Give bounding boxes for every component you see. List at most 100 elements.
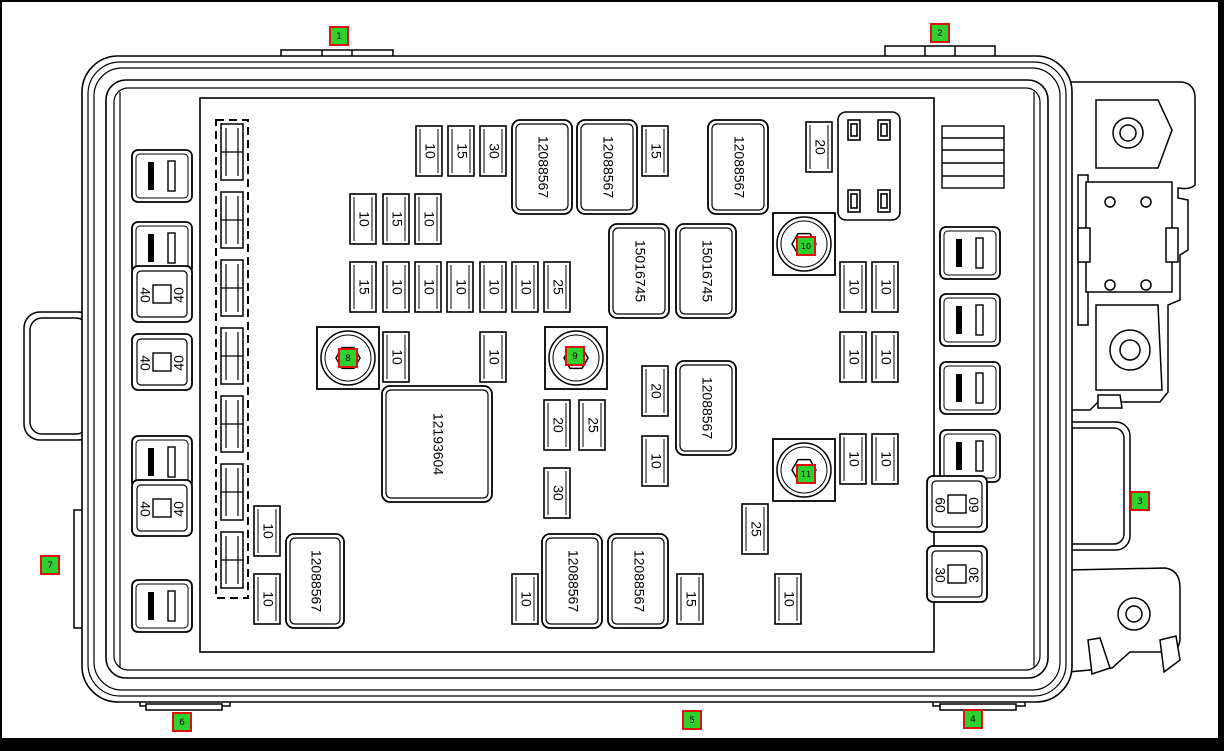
large-fuse-connector [939,226,1001,280]
callout-marker: 8 [338,348,358,368]
mini-fuse-rating: 20 [550,417,566,433]
spare-fuse-slot [220,123,244,181]
mini-fuse: 10 [839,433,867,485]
mini-fuse-rating: 10 [878,279,894,295]
relay-part-number: 12088567 [308,550,324,613]
callout-marker-box [963,709,983,729]
relay-part-number: 12088567 [565,550,581,613]
callout-marker-label: 11 [801,470,811,479]
callout-marker-label: 10 [801,242,811,251]
large-fuse-connector [939,429,1001,483]
mini-fuse-rating: 10 [421,279,437,295]
mini-fuse-rating: 15 [356,279,372,295]
relay-part-number: 12088567 [631,550,647,613]
mini-fuse: 10 [871,331,899,383]
mini-fuse: 20 [543,399,571,451]
callout-marker-box [338,348,358,368]
large-fuse-connector [131,579,193,633]
mini-fuse: 10 [511,573,539,625]
mini-fuse-rating: 30 [550,485,566,501]
relay: 15016745 [675,223,737,319]
spare-fuse-strip [215,119,249,599]
mini-fuse-rating: 15 [454,143,470,159]
large-fuse-connector [939,361,1001,415]
mini-fuse: 10 [774,573,802,625]
mini-fuse: 10 [479,331,507,383]
mini-fuse-rating: 10 [846,349,862,365]
lower-right-bracket [1067,567,1181,676]
mini-fuse-rating: 10 [846,451,862,467]
mini-fuse: 10 [253,573,281,625]
relay: 12088567 [511,119,573,215]
relay-part-number: 12088567 [535,136,551,199]
callout-marker: 2 [930,23,950,43]
mini-fuse-rating: 15 [683,591,699,607]
mini-fuse-rating: 10 [389,349,405,365]
callout-marker: 11 [796,464,816,484]
callout-marker-label: 2 [937,29,943,39]
cartridge-fuse-rating: 40 [171,501,187,517]
mini-fuse: 15 [382,193,410,245]
mini-fuse: 10 [641,435,669,487]
mini-fuse: 25 [741,503,769,555]
mini-fuse-rating: 15 [648,143,664,159]
mini-fuse: 25 [578,399,606,451]
callout-marker: 6 [172,712,192,732]
mini-fuse-rating: 10 [421,211,437,227]
mini-fuse-rating: 20 [812,139,828,155]
mini-fuse-rating: 10 [648,453,664,469]
label-block [941,125,1005,189]
relay: 12193604 [381,385,493,503]
callout-marker-box [172,712,192,732]
cartridge-fuse-rating: 60 [966,497,982,513]
mini-fuse-rating: 10 [356,211,372,227]
callout-marker-box [796,464,816,484]
mini-fuse-rating: 25 [585,417,601,433]
mini-fuse: 10 [839,331,867,383]
mini-fuse: 15 [447,125,475,177]
mini-fuse-rating: 10 [260,523,276,539]
mini-fuse: 10 [871,433,899,485]
callout-marker: 10 [796,236,816,256]
callout-marker-label: 1 [336,32,342,42]
relay-part-number: 12088567 [731,136,747,199]
mini-fuse: 15 [641,125,669,177]
mini-fuse-rating: 10 [422,143,438,159]
right-latch [1057,421,1131,551]
callout-marker-box [1130,491,1150,511]
callout-marker-label: 6 [179,718,185,728]
callout-marker-box [682,710,702,730]
mini-fuse-rating: 10 [781,591,797,607]
mini-fuse-rating: 25 [748,521,764,537]
callout-marker: 9 [565,346,585,366]
spare-fuse-slot [220,395,244,453]
spare-fuse-slot [220,531,244,589]
spare-fuse-slot [220,259,244,317]
mini-fuse: 10 [253,505,281,557]
spare-fuse-slot [220,463,244,521]
callout-marker-box [565,346,585,366]
mini-fuse: 10 [479,261,507,313]
mini-fuse: 10 [414,261,442,313]
callout-marker-label: 7 [47,561,53,571]
callout-marker-label: 3 [1137,497,1143,507]
callout-marker: 1 [329,26,349,46]
mini-fuse: 10 [446,261,474,313]
mini-fuse-rating: 10 [518,591,534,607]
callout-marker: 5 [682,710,702,730]
callout-marker: 7 [40,555,60,575]
callout-marker-box [930,23,950,43]
mini-fuse-rating: 10 [878,451,894,467]
large-fuse-connector [939,293,1001,347]
relay-part-number: 12088567 [600,136,616,199]
mini-fuse: 20 [641,365,669,417]
callout-marker-box [796,236,816,256]
